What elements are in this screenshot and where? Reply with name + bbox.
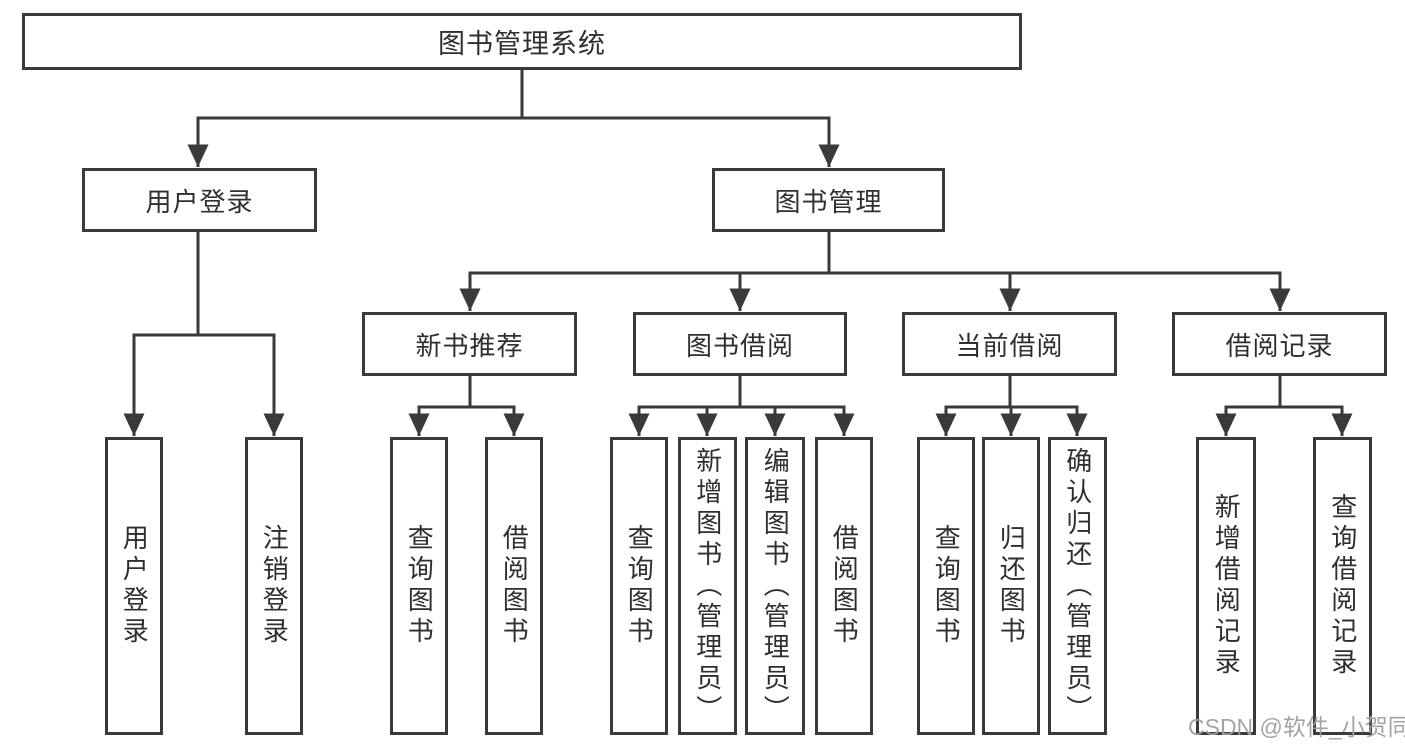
node-book-borrow: 图书借阅: [633, 312, 847, 376]
node-current-borrow: 当前借阅: [902, 312, 1117, 376]
leaf-label: 注销登录: [259, 524, 290, 648]
leaf-label: 查询借阅记录: [1327, 493, 1358, 679]
connector-root: [187, 69, 840, 167]
node-user-login: 用户登录: [82, 168, 317, 232]
leaf-label: 借阅图书: [829, 524, 860, 648]
leaf-user-login: 用户登录: [105, 437, 163, 735]
leaf-label: 用户登录: [119, 524, 150, 648]
leaf-label: 新增借阅记录: [1211, 493, 1242, 679]
leaf-label: 查询图书: [931, 524, 962, 648]
leaf-label: 新增图书（管理员）: [692, 446, 723, 726]
node-label: 图书管理系统: [438, 29, 606, 59]
leaf-records-query-record: 查询借阅记录: [1313, 437, 1372, 735]
node-library-management-system: 图书管理系统: [22, 13, 1022, 70]
connector-user-login: [123, 231, 285, 436]
node-book-management: 图书管理: [712, 168, 945, 232]
leaf-label: 查询图书: [624, 524, 655, 648]
node-label: 图书管理: [774, 186, 883, 217]
leaf-borrow-borrow-books: 借阅图书: [815, 437, 873, 735]
leaf-current-confirm-return-admin: 确认归还（管理员）: [1048, 437, 1107, 735]
connector-current-borrow: [935, 375, 1088, 436]
watermark: CSDN @软件_小贺同学: [1188, 714, 1405, 740]
connector-new-book: [408, 375, 525, 436]
leaf-borrow-query-books: 查询图书: [610, 437, 668, 735]
connector-book-borrow: [628, 375, 855, 436]
leaf-label: 归还图书: [996, 524, 1027, 648]
leaf-borrow-add-books-admin: 新增图书（管理员）: [678, 437, 737, 735]
leaf-label: 确认归还（管理员）: [1062, 446, 1093, 726]
connector-book-management: [459, 231, 1291, 311]
node-borrow-records: 借阅记录: [1172, 312, 1387, 376]
node-label: 用户登录: [145, 186, 254, 217]
leaf-logout: 注销登录: [245, 437, 303, 735]
node-label: 新书推荐: [415, 330, 524, 361]
leaf-current-query-books: 查询图书: [917, 437, 975, 735]
node-new-book-recommend: 新书推荐: [362, 312, 577, 376]
leaf-label: 编辑图书（管理员）: [760, 446, 791, 726]
leaf-label: 借阅图书: [499, 524, 530, 648]
leaf-current-return-books: 归还图书: [982, 437, 1040, 735]
leaf-newbook-query-books: 查询图书: [390, 437, 448, 735]
connector-borrow-records: [1215, 375, 1353, 436]
node-label: 当前借阅: [955, 330, 1064, 361]
leaf-newbook-borrow-books: 借阅图书: [485, 437, 543, 735]
leaf-borrow-edit-books-admin: 编辑图书（管理员）: [745, 437, 805, 735]
leaf-label: 查询图书: [404, 524, 435, 648]
node-label: 借阅记录: [1225, 330, 1334, 361]
leaf-records-add-record: 新增借阅记录: [1196, 437, 1256, 735]
node-label: 图书借阅: [685, 330, 794, 361]
